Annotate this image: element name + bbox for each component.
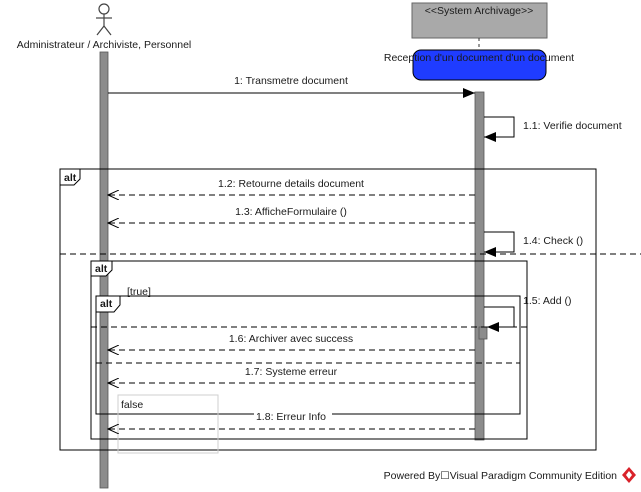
- note-text: Reception d'un document d'un document: [384, 52, 574, 64]
- message-1-2-label: 1.2: Retourne details document: [218, 178, 364, 190]
- actor-icon: [96, 3, 112, 36]
- system-activation-bar: [474, 91, 485, 441]
- message-1-4-label: 1.4: Check (): [523, 235, 583, 247]
- message-1-1-label: 1.1: Verifie document: [523, 120, 622, 132]
- system-lifeline-head[interactable]: [411, 2, 548, 39]
- middle-alt-tab: [90, 260, 113, 277]
- note-box[interactable]: [412, 49, 547, 81]
- message-1-8-label-bg: [254, 409, 332, 422]
- nested-activation-bar: [478, 326, 488, 340]
- message-1-label: 1: Transmetre document: [234, 75, 348, 87]
- message-1-8-label: 1.8: Erreur Info: [256, 411, 326, 423]
- inner-alt-tab: [95, 295, 121, 313]
- message-1-3-label: 1.3: AfficheFormulaire (): [235, 206, 347, 218]
- system-name: <<System Archivage>>: [425, 5, 534, 17]
- footer-text: Powered By☐Visual Paradigm Community Edi…: [384, 470, 617, 482]
- inner-alt-label: alt: [100, 298, 113, 310]
- message-1-5-arrow[interactable]: [484, 306, 515, 332]
- outer-alt-label: alt: [64, 172, 77, 184]
- guard-true-label: [true]: [127, 286, 151, 298]
- message-1-4-arrow[interactable]: [484, 231, 515, 257]
- middle-alt-label: alt: [95, 263, 108, 275]
- visual-paradigm-logo-icon: [622, 467, 636, 483]
- outer-alt-fragment[interactable]: [59, 168, 597, 451]
- message-1-6-label: 1.6: Archiver avec success: [229, 333, 353, 345]
- middle-alt-fragment[interactable]: [90, 260, 528, 440]
- message-1-5-label: 1.5: Add (): [523, 295, 571, 307]
- message-1-1-arrow[interactable]: [484, 116, 515, 142]
- outer-alt-tab: [59, 168, 81, 186]
- false-label: false: [121, 399, 143, 411]
- actor-name: Administrateur / Archiviste, Personnel: [17, 39, 192, 51]
- inner-alt-fragment[interactable]: [95, 295, 521, 415]
- message-1-7-label: 1.7: Systeme erreur: [245, 366, 338, 378]
